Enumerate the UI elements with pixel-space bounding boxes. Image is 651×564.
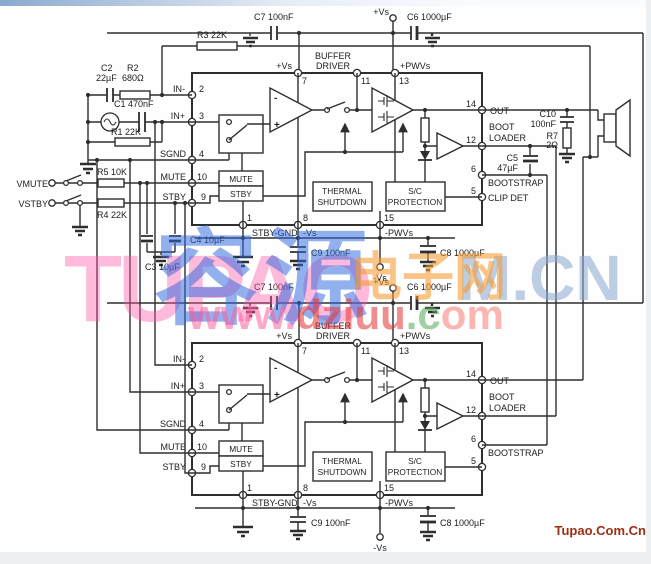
label-r7: R7 xyxy=(546,131,558,141)
label-r3: R3 22K xyxy=(197,30,227,40)
bottom-border xyxy=(0,552,651,564)
label-c1: C1 470nF xyxy=(114,99,154,109)
speaker-body xyxy=(603,113,617,143)
vstby-terminal xyxy=(48,199,56,207)
label-r4: R4 22K xyxy=(97,210,127,220)
label-c5: C5 xyxy=(506,153,518,163)
speaker-icon xyxy=(615,98,631,158)
resistor-r4 xyxy=(97,198,125,208)
channel-bottom xyxy=(107,277,643,553)
resistor-r2 xyxy=(119,90,151,100)
resistor-r5 xyxy=(97,178,125,188)
brand-text: Tupao.Com.Cn xyxy=(554,523,646,538)
input-ground xyxy=(80,162,96,175)
output-network: CLIP DET C5 47µF C10 100nF R7 2Ω xyxy=(482,33,644,445)
label-c5-val: 47µF xyxy=(497,163,518,173)
label-r2-val: 680Ω xyxy=(122,73,144,83)
resistor-r1 xyxy=(114,137,151,147)
control-network: VMUTE VSTBY R5 10K R4 22K C4 10µF C3 10µ… xyxy=(17,167,226,272)
vmute-terminal xyxy=(48,179,56,187)
resistor-r3 xyxy=(196,41,238,51)
label-clip-det: CLIP DET xyxy=(488,193,529,203)
capacitor-c10 xyxy=(560,116,574,123)
top-border xyxy=(0,0,651,6)
label-c2-val: 22µF xyxy=(96,73,117,83)
input-network: R3 22K C2 22µF R2 680Ω C1 470nF R1 22K xyxy=(80,30,590,175)
label-c10-val: 100nF xyxy=(530,119,556,129)
label-c10: C10 xyxy=(539,109,556,119)
label-r1: R1 22K xyxy=(111,127,141,137)
zobel-ground xyxy=(559,152,575,164)
left-bus-wires xyxy=(96,122,192,474)
label-c2: C2 xyxy=(101,63,113,73)
label-c4: C4 10µF xyxy=(190,235,225,245)
label-r2: R2 xyxy=(127,63,139,73)
label-c3: C3 10µF xyxy=(145,262,180,272)
label-vmute: VMUTE xyxy=(17,179,49,189)
capacitors-c2-c1 xyxy=(106,88,146,132)
label-r5: R5 10K xyxy=(97,167,127,177)
right-border xyxy=(646,0,651,564)
switch-ground xyxy=(72,225,88,237)
resistor-r7 xyxy=(562,127,572,149)
label-vstby: VSTBY xyxy=(18,199,48,209)
label-r7-val: 2Ω xyxy=(546,140,558,150)
